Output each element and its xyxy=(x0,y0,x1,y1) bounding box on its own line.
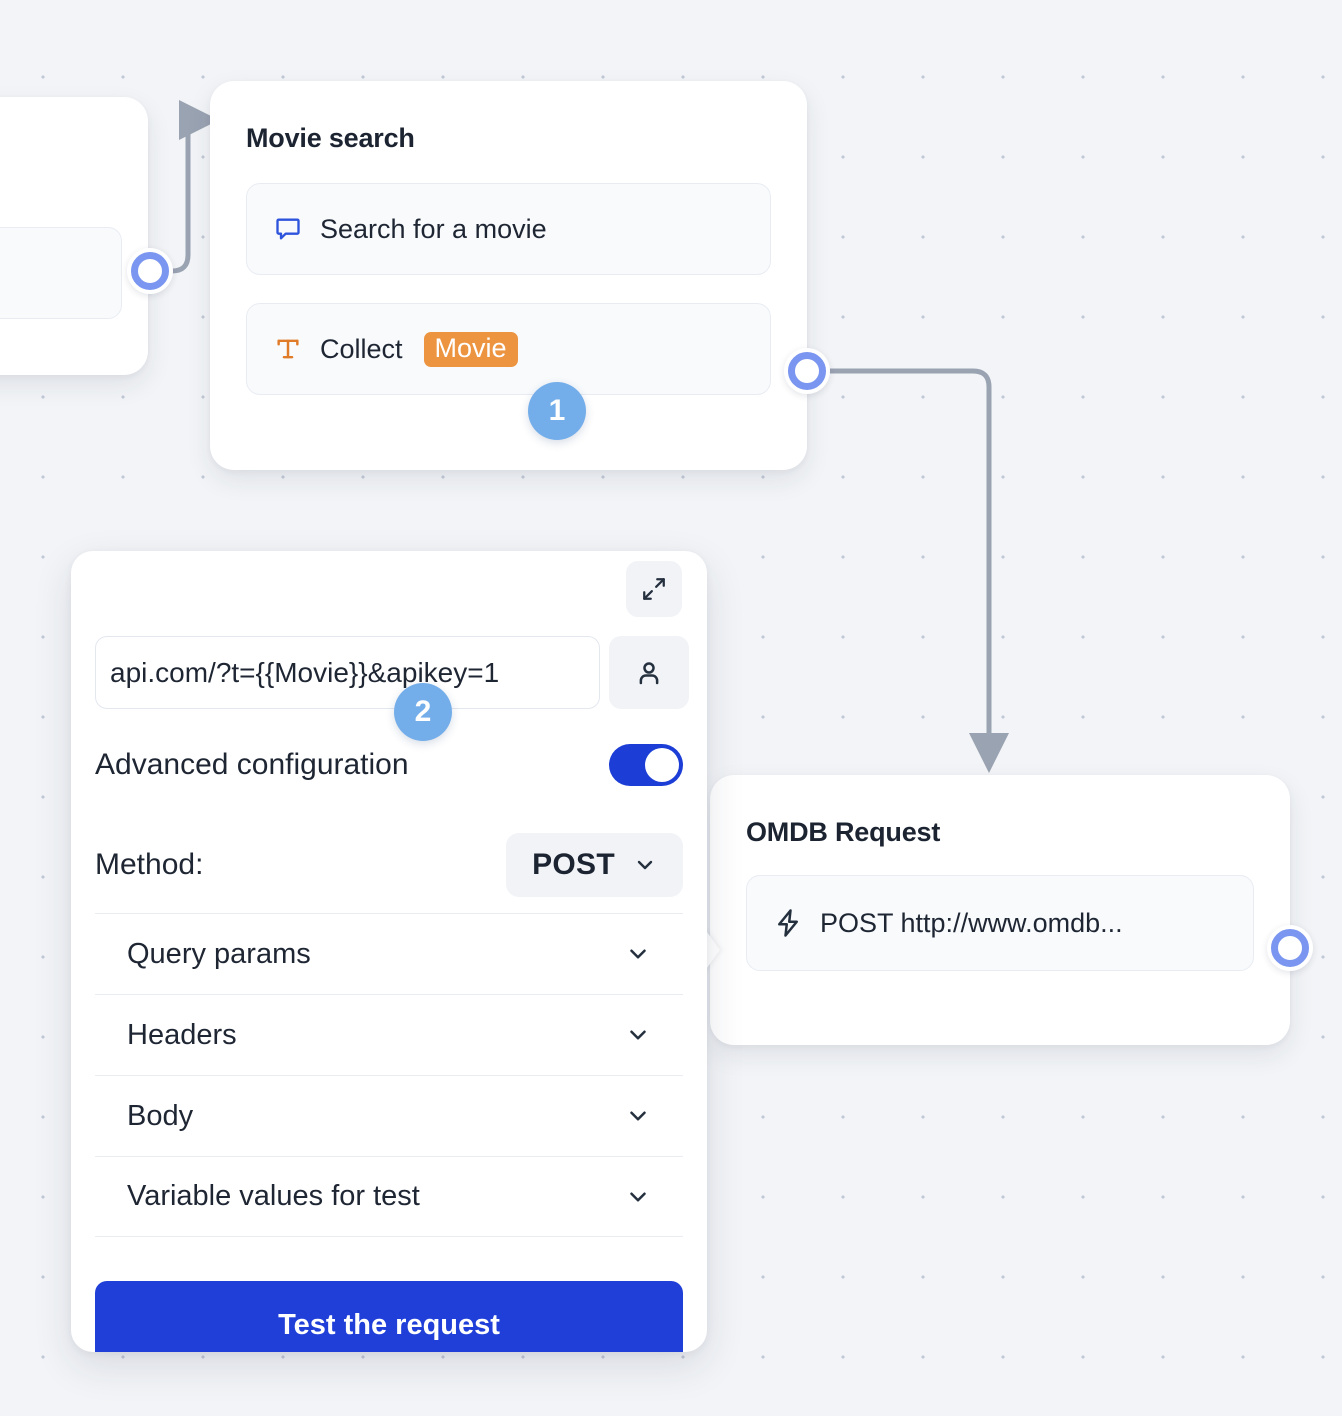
accordion-item-variable-values-for-test[interactable]: Variable values for test xyxy=(95,1156,683,1237)
node-omdb-request[interactable]: OMDB Request POST http://www.omdb... xyxy=(710,775,1290,1045)
node-row-label: POST http://www.omdb... xyxy=(820,907,1123,938)
variable-chip-movie[interactable]: Movie xyxy=(423,331,518,367)
node-row-collect-movie[interactable]: Collect Movie xyxy=(246,303,771,395)
user-icon-button[interactable] xyxy=(609,636,689,709)
method-select[interactable]: POST xyxy=(506,833,683,897)
step-badge-1: 1 xyxy=(528,382,586,440)
node-omdb-request-title: OMDB Request xyxy=(746,817,941,847)
accordion-item-headers[interactable]: Headers xyxy=(95,994,683,1075)
node-row-search-for-a-movie[interactable]: Search for a movie xyxy=(246,183,771,275)
advanced-configuration-toggle[interactable] xyxy=(609,744,683,786)
chevron-down-icon xyxy=(637,860,653,870)
accordion-item-label: Query params xyxy=(127,937,311,970)
method-row: Method: POST xyxy=(95,832,683,898)
config-panel-pointer xyxy=(704,928,720,972)
toggle-knob xyxy=(645,748,679,782)
advanced-configuration-label: Advanced configuration xyxy=(95,748,409,781)
node-row-post-request[interactable]: POST http://www.omdb... xyxy=(746,875,1254,971)
chevron-down-icon[interactable] xyxy=(625,1103,651,1129)
partial-node[interactable] xyxy=(0,97,148,375)
text-type-icon xyxy=(273,334,303,364)
edge-movie-search-to-omdb xyxy=(825,368,1009,773)
config-panel: Advanced configuration Method: POST Quer… xyxy=(71,551,707,1352)
url-row xyxy=(95,636,689,709)
connector-port-omdb-output[interactable] xyxy=(1267,925,1313,971)
test-the-request-button[interactable]: Test the request xyxy=(95,1281,683,1352)
message-square-icon xyxy=(273,214,303,244)
node-movie-search-title: Movie search xyxy=(246,123,415,153)
accordion-item-label: Variable values for test xyxy=(127,1180,420,1212)
node-row-label: Search for a movie xyxy=(320,213,547,244)
connector-port-movie-search-output[interactable] xyxy=(784,348,830,394)
request-url-input[interactable] xyxy=(95,636,600,709)
chevron-down-icon[interactable] xyxy=(625,1184,651,1210)
chevron-down-icon[interactable] xyxy=(625,1022,651,1048)
accordion: Query params Headers Body Variable value… xyxy=(95,913,683,1237)
lightning-bolt-icon xyxy=(773,908,803,938)
accordion-item-label: Headers xyxy=(127,1018,237,1051)
expand-diagonal-icon xyxy=(643,578,665,600)
accordion-item-body[interactable]: Body xyxy=(95,1075,683,1156)
method-label: Method: xyxy=(95,848,204,881)
edge-left-to-movie-search xyxy=(155,100,219,274)
chevron-down-icon[interactable] xyxy=(625,941,651,967)
step-badge-2: 2 xyxy=(394,683,452,741)
node-row-label: Collect xyxy=(320,333,403,364)
accordion-item-query-params[interactable]: Query params xyxy=(95,913,683,994)
method-value: POST xyxy=(532,848,615,881)
partial-node-row[interactable] xyxy=(0,227,122,319)
node-movie-search[interactable]: Movie search Search for a movie Collect … xyxy=(210,81,807,470)
advanced-configuration-row: Advanced configuration xyxy=(95,744,683,786)
connector-port-left-output[interactable] xyxy=(127,248,173,294)
expand-diagonal-icon-button[interactable] xyxy=(626,561,682,617)
user-icon xyxy=(639,661,659,684)
accordion-item-label: Body xyxy=(127,1099,194,1132)
